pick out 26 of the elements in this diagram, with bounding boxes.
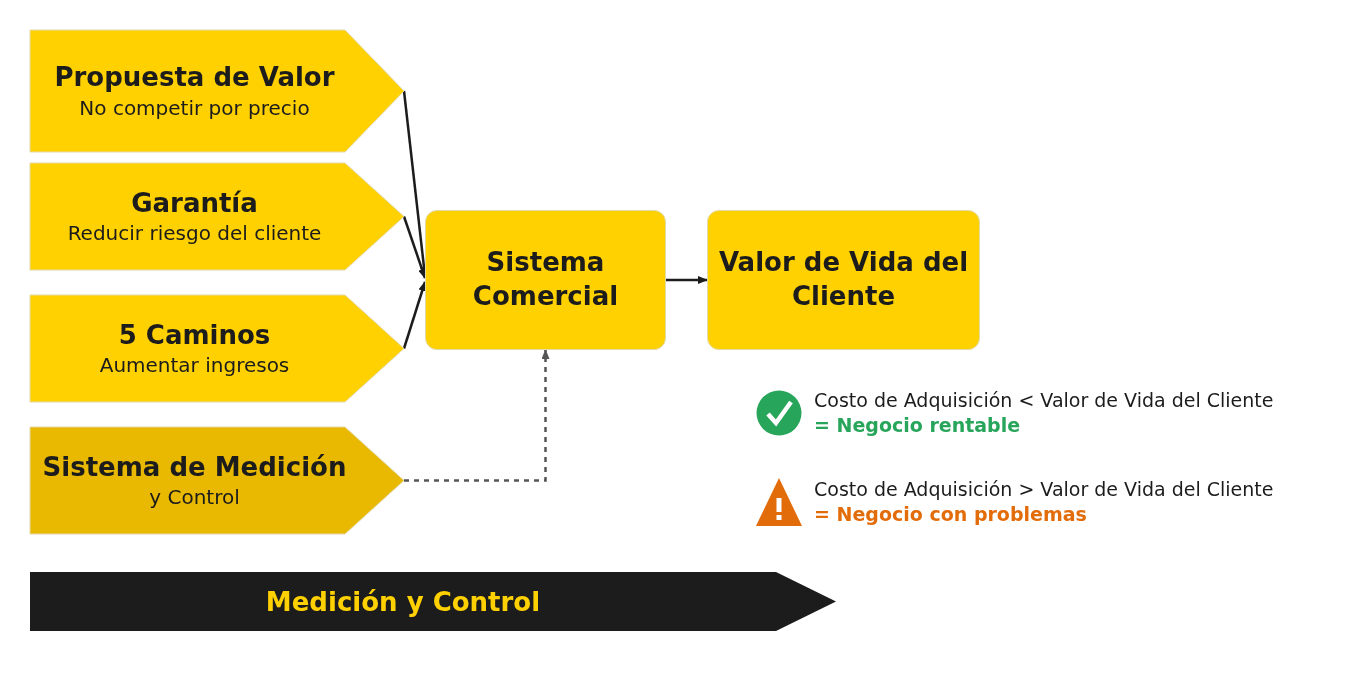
result-text: = Negocio con problemas bbox=[814, 502, 1088, 527]
box-title: Garantía bbox=[131, 186, 258, 220]
chevron-box bbox=[30, 163, 404, 270]
box-title: Sistema de Medición bbox=[42, 450, 347, 484]
arrow bbox=[666, 276, 708, 284]
process-box bbox=[425, 210, 666, 350]
box-subtitle: y Control bbox=[149, 484, 240, 511]
arrow-banner bbox=[30, 572, 836, 631]
box-title: Valor de Vida del Cliente bbox=[718, 246, 969, 313]
condition-text: Costo de Adquisición < Valor de Vida del Cliente bbox=[814, 388, 1274, 413]
process-box bbox=[707, 210, 980, 350]
banner-label: Medición y Control bbox=[265, 586, 541, 617]
box-title: 5 Caminos bbox=[118, 318, 271, 352]
result-text: = Negocio rentable bbox=[814, 412, 1022, 438]
condition-text: Costo de Adquisición > Valor de Vida del Cliente bbox=[814, 477, 1274, 503]
arrow bbox=[404, 349, 550, 482]
box-title: Propuesta de Valor bbox=[54, 61, 335, 95]
box-title: Sistema Comercial bbox=[471, 246, 620, 313]
arrow bbox=[402, 216, 427, 279]
chevron-box bbox=[30, 30, 404, 152]
box-subtitle: Aumentar ingresos bbox=[99, 352, 290, 379]
box-subtitle: Reducir riesgo del cliente bbox=[67, 220, 322, 247]
chevron-box bbox=[30, 427, 404, 534]
chevron-box bbox=[30, 295, 404, 402]
box-subtitle: No competir por precio bbox=[79, 94, 310, 121]
arrow bbox=[402, 281, 427, 349]
